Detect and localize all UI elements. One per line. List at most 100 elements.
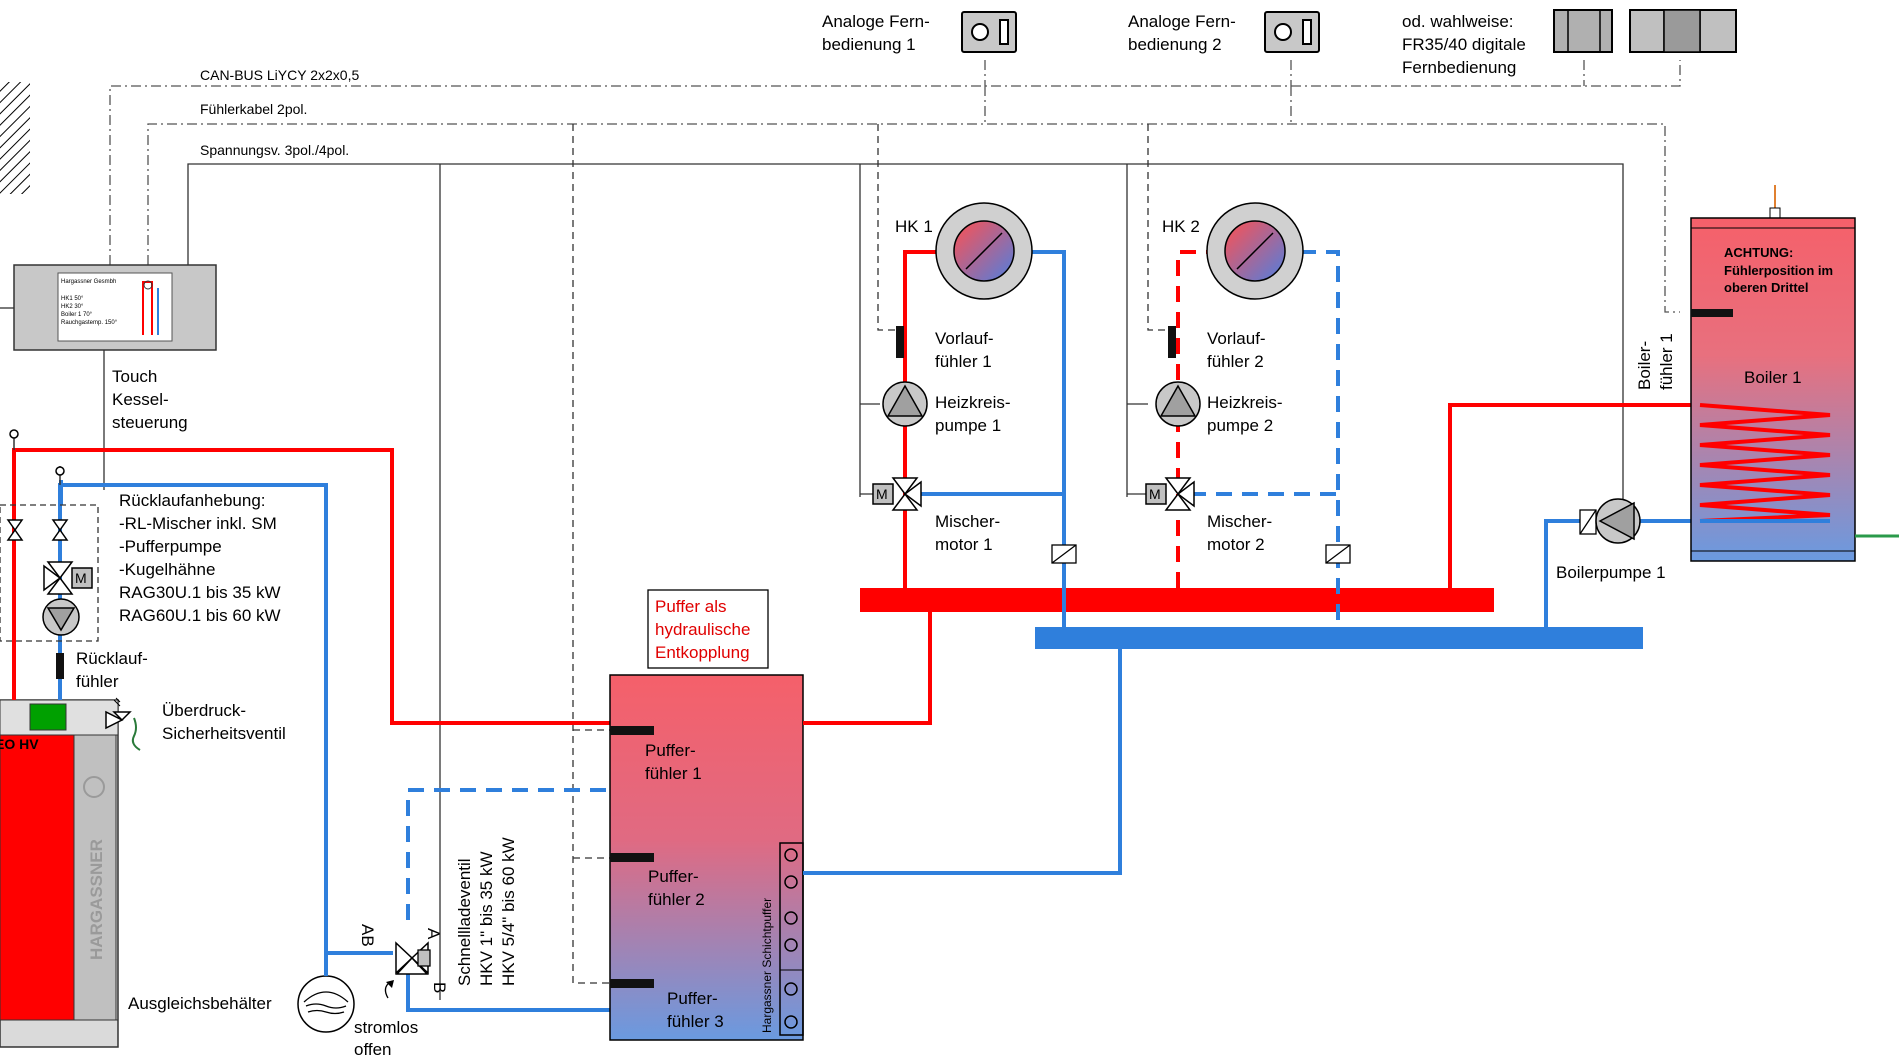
hk1-mixer-1: Mischer- — [935, 512, 1000, 531]
hk2-mixer-2: motor 2 — [1207, 535, 1265, 554]
boiler-warning-1: ACHTUNG: — [1724, 245, 1793, 260]
screen-line-3: HK2 30° — [61, 304, 84, 310]
hk2-motor-symbol: M — [1149, 486, 1161, 502]
screen-line-1: Hargassner Gesmbh — [61, 279, 116, 285]
return-sensor-label-2: fühler — [76, 672, 119, 691]
hk1-pump-2: pumpe 1 — [935, 416, 1001, 435]
buffer-sensor-3a: Puffer- — [667, 989, 718, 1008]
boiler-pump — [1595, 498, 1641, 544]
valve-label-1: Schnellladeventil — [455, 858, 474, 986]
fast-charge-valve — [384, 941, 431, 999]
power-cable-label: Spannungsv. 3pol./4pol. — [200, 142, 349, 158]
hk1-flow-2: fühler 1 — [935, 352, 992, 371]
digital-line3: Fernbedienung — [1402, 58, 1516, 77]
buffer-note-3: Entkopplung — [655, 643, 750, 662]
sensor-cable-label: Fühlerkabel 2pol. — [200, 101, 307, 117]
hk1-pump-1: Heizkreis- — [935, 393, 1011, 412]
return-sensor — [56, 653, 64, 679]
expansion-tank-label: Ausgleichsbehälter — [128, 994, 272, 1013]
boiler-warning-3: oberen Drittel — [1724, 280, 1809, 295]
buffer-tank — [609, 674, 804, 1041]
buffer-sensor-1b: fühler 1 — [645, 764, 702, 783]
port-b: B — [430, 982, 449, 993]
hk2-mixer-1: Mischer- — [1207, 512, 1272, 531]
digital-line1: od. wahlweise: — [1402, 12, 1514, 31]
hk2-flow-sensor — [1168, 326, 1176, 358]
screen-line-2: HK1 50° — [61, 296, 84, 302]
buffer-note-1: Puffer als — [655, 597, 727, 616]
remote1-line1: Analoge Fern- — [822, 12, 930, 31]
hk1-mixer: M — [872, 477, 922, 511]
hk2-flow-2: fühler 2 — [1207, 352, 1264, 371]
buffer-sensor-1a: Puffer- — [645, 741, 696, 760]
port-a: A — [424, 928, 443, 940]
buffer-sensor-3b: fühler 3 — [667, 1012, 724, 1031]
hk2-radiator — [1206, 202, 1304, 300]
boiler-warning-2: Fühlerposition im — [1724, 263, 1833, 278]
valve-label-3: HKV 5/4" bis 60 kW — [499, 837, 518, 986]
cable-labels: CAN-BUS LiYCY 2x2x0,5 Fühlerkabel 2pol. … — [200, 67, 359, 158]
return-lift-title: Rücklaufanhebung: — [119, 491, 266, 510]
cable-lines — [103, 60, 1681, 1000]
boiler-brand: HARGASSNER — [87, 839, 106, 960]
control-label-2: Kessel- — [112, 390, 169, 409]
wall-hatch — [0, 82, 30, 194]
control-label-1: Touch — [112, 367, 157, 386]
valve-label-2: HKV 1" bis 35 kW — [477, 851, 496, 986]
hk1-radiator — [935, 202, 1033, 300]
control-label-3: steuerung — [112, 413, 188, 432]
hk2-pump-1: Heizkreis- — [1207, 393, 1283, 412]
hk1-mixer-2: motor 1 — [935, 535, 993, 554]
return-lift-item-3: -Kugelhähne — [119, 560, 215, 579]
dhw-boiler — [1690, 185, 1899, 562]
digital-remote: od. wahlweise: FR35/40 digitale Fernbedi… — [1402, 9, 1737, 77]
hk2-title: HK 2 — [1162, 217, 1200, 236]
boiler-pump-label: Boilerpumpe 1 — [1556, 563, 1666, 582]
hk1-pump — [882, 381, 928, 427]
return-lift-item-4: RAG30U.1 bis 35 kW — [119, 583, 281, 602]
boiler-name: Boiler 1 — [1744, 368, 1802, 387]
currentless-2: offen — [354, 1040, 392, 1056]
remote-control-1: Analoge Fern- bedienung 1 — [822, 11, 1017, 54]
remote-control-2: Analoge Fern- bedienung 2 — [1128, 11, 1320, 54]
boiler-model: EO HV — [0, 736, 39, 752]
hk2-mixer: M — [1145, 477, 1195, 511]
buffer-note-box — [647, 589, 769, 669]
expansion-tank — [297, 953, 355, 1033]
remote2-line2: bedienung 2 — [1128, 35, 1222, 54]
boiler-sensor-2: fühler 1 — [1657, 333, 1676, 390]
safety-valve — [105, 697, 141, 751]
screen-line-4: Boiler 1 70° — [61, 312, 93, 318]
return-lift-item-1: -RL-Mischer inkl. SM — [119, 514, 277, 533]
screen-line-5: Rauchgastemp. 150° — [61, 320, 118, 326]
digital-line2: FR35/40 digitale — [1402, 35, 1526, 54]
remote2-line1: Analoge Fern- — [1128, 12, 1236, 31]
air-vents — [9, 429, 65, 485]
buffer-sensor-2a: Puffer- — [648, 867, 699, 886]
manifold-pipes — [803, 250, 1700, 875]
hk1-flow-sensor — [896, 326, 904, 358]
return-sensor-label-1: Rücklauf- — [76, 649, 148, 668]
buffer-name: Hargassner Schichtpuffer — [760, 898, 774, 1033]
safety-valve-label-2: Sicherheitsventil — [162, 724, 286, 743]
buffer-note-2: hydraulische — [655, 620, 750, 639]
hk2-pump — [1155, 381, 1201, 427]
boiler-sensor-1: Boiler- — [1635, 341, 1654, 390]
canbus-label: CAN-BUS LiYCY 2x2x0,5 — [200, 67, 359, 83]
check-valves — [1051, 509, 1597, 564]
touch-control-unit: Hargassner Gesmbh HK1 50° HK2 30° Boiler… — [0, 264, 217, 351]
hk1-title: HK 1 — [895, 217, 933, 236]
biomass-boiler: EO HV HARGASSNER — [0, 699, 119, 1048]
return-lift-item-2: -Pufferpumpe — [119, 537, 222, 556]
hk2-flow-1: Vorlauf- — [1207, 329, 1266, 348]
hk1-flow-1: Vorlauf- — [935, 329, 994, 348]
port-ab: AB — [358, 924, 377, 947]
return-lift-box: M — [0, 504, 99, 642]
buffer-sensor-2b: fühler 2 — [648, 890, 705, 909]
return-lift-item-5: RAG60U.1 bis 60 kW — [119, 606, 281, 625]
remote1-line2: bedienung 1 — [822, 35, 916, 54]
hk1-motor-symbol: M — [876, 486, 888, 502]
return-mixer-motor: M — [75, 570, 87, 586]
currentless-1: stromlos — [354, 1018, 418, 1037]
